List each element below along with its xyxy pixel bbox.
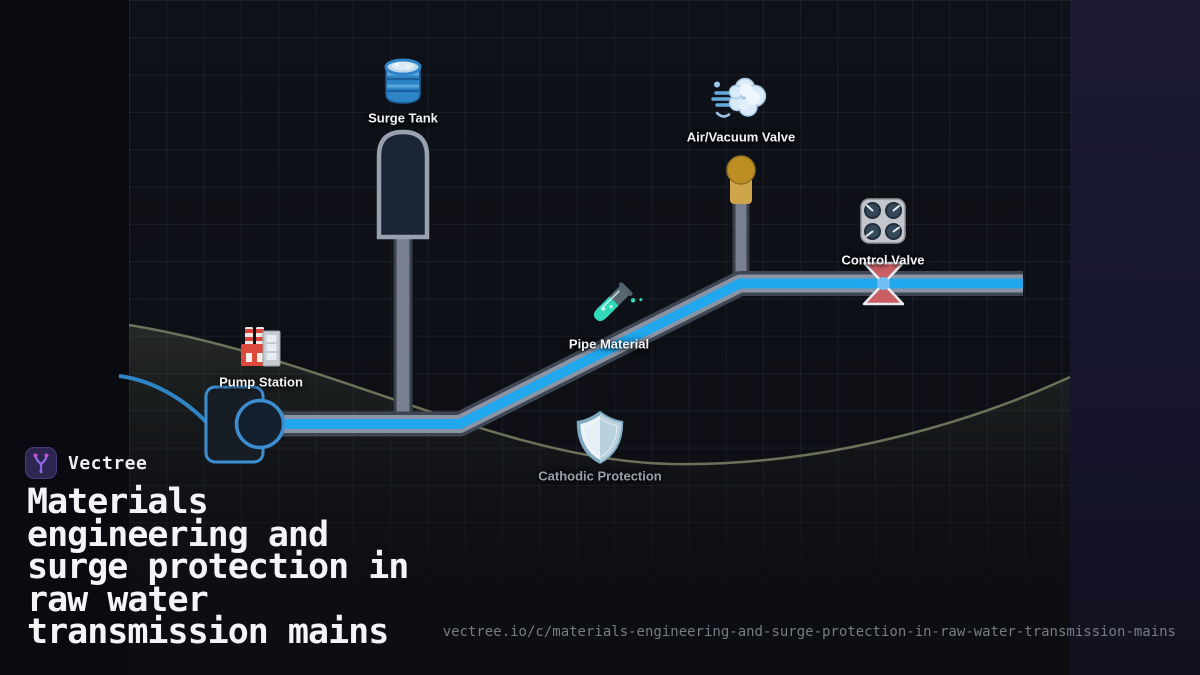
pump-station-node	[204, 385, 286, 464]
node-label-pump-station: Pump Station	[219, 374, 303, 390]
node-label-pipe-material: Pipe Material	[568, 336, 650, 352]
oil-drum-icon	[384, 58, 422, 104]
brand-name: Vectree	[68, 453, 148, 474]
node-label-surge-tank: Surge Tank	[368, 110, 438, 126]
factory-icon	[241, 327, 281, 367]
control-knobs-icon	[860, 198, 906, 244]
wind-gust-icon	[711, 77, 767, 118]
footer-url: vectree.io/c/materials-engineering-and-s…	[442, 624, 1176, 640]
vectree-logo	[25, 447, 57, 479]
shield-icon	[576, 410, 624, 464]
surge-tank-vessel	[376, 129, 430, 240]
page-title: Materials engineering and surge protecti…	[27, 482, 409, 653]
vectree-branch-icon	[33, 453, 49, 474]
control-valve-marker	[862, 261, 905, 306]
right-background-strip	[1070, 0, 1200, 675]
node-label-control-valve: Control Valve	[841, 252, 925, 268]
test-tube-icon	[593, 282, 643, 322]
intake-pipe	[118, 374, 211, 427]
air-valve-marker	[726, 155, 756, 204]
node-label-cathodic-protection: Cathodic Protection	[538, 468, 662, 484]
node-label-air-vacuum-valve: Air/Vacuum Valve	[686, 129, 796, 145]
